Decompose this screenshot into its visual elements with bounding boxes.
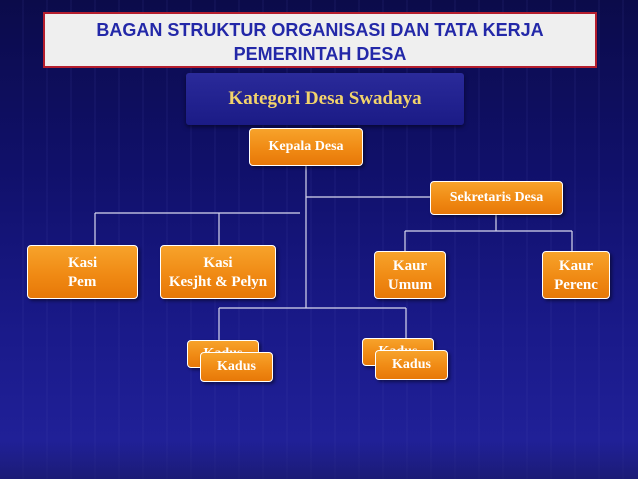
title-line-2: PEMERINTAH DESA <box>233 44 407 64</box>
node-kaur-perenc: Kaur Perenc <box>542 251 610 299</box>
title-line-1: BAGAN STRUKTUR ORGANISASI DAN TATA KERJA <box>96 20 544 40</box>
node-kaur-umum: Kaur Umum <box>374 251 446 299</box>
node-kadus-left-front-label: Kadus <box>217 359 256 374</box>
category-subtitle: Kategori Desa Swadaya <box>186 73 464 125</box>
node-kepala-desa: Kepala Desa <box>249 128 363 166</box>
node-kadus-right-front-label: Kadus <box>392 357 431 372</box>
node-kaur-umum-line1: Kaur <box>392 258 428 274</box>
node-kaur-umum-line2: Umum <box>387 277 433 293</box>
node-sekretaris-desa-label: Sekretaris Desa <box>449 190 544 205</box>
node-sekretaris-desa: Sekretaris Desa <box>430 181 563 215</box>
node-kasi-kesjht: Kasi Kesjht & Pelyn <box>160 245 276 299</box>
background-band <box>0 440 638 479</box>
node-kasi-pem-line1: Kasi <box>68 255 98 271</box>
node-kasi-pem: Kasi Pem <box>27 245 138 299</box>
node-kasi-kesjht-line1: Kasi <box>203 255 233 271</box>
node-kadus-left-front: Kadus <box>200 352 273 382</box>
node-kasi-pem-line2: Pem <box>68 274 97 290</box>
node-kepala-desa-label: Kepala Desa <box>268 139 344 154</box>
node-kadus-right-front: Kadus <box>375 350 448 380</box>
node-kaur-perenc-line2: Perenc <box>554 277 598 293</box>
chart-title-banner: BAGAN STRUKTUR ORGANISASI DAN TATA KERJA… <box>43 12 597 68</box>
node-kaur-perenc-line1: Kaur <box>558 258 594 274</box>
node-kasi-kesjht-line2: Kesjht & Pelyn <box>168 274 268 290</box>
